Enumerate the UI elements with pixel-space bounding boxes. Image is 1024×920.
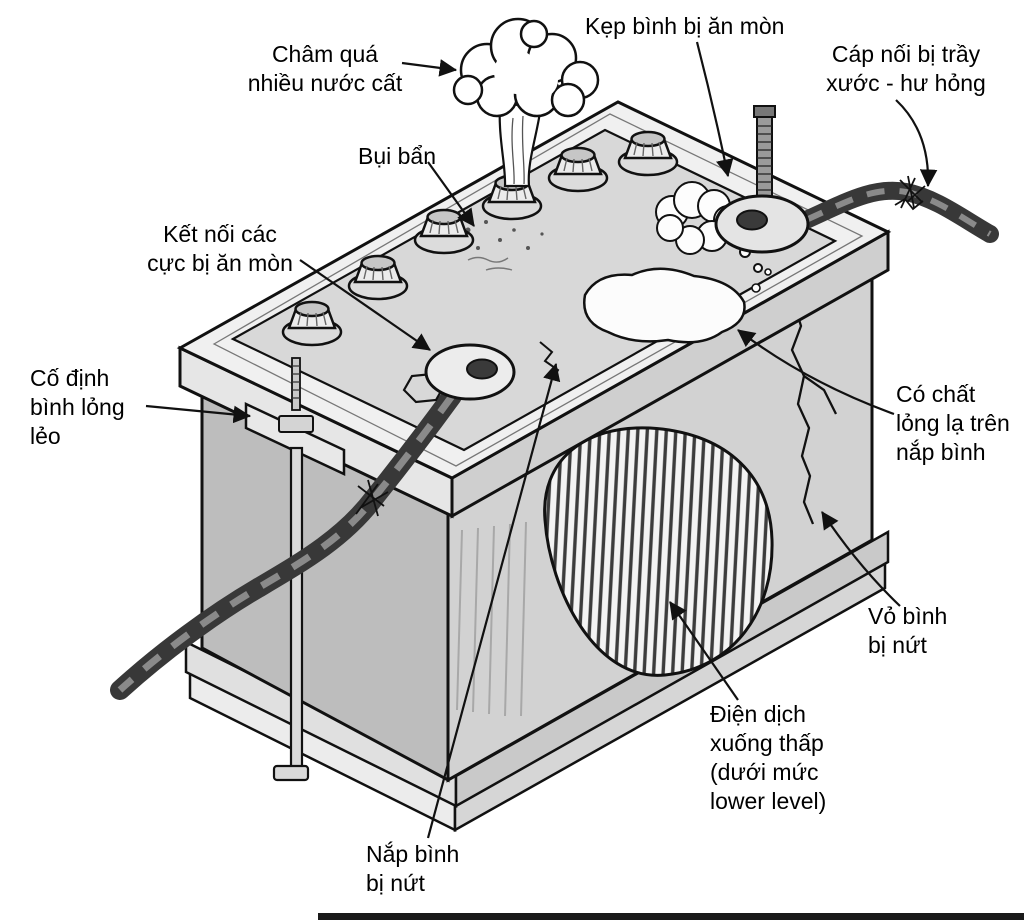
cable-fray-right: [894, 175, 926, 211]
positive-terminal-clamp: [655, 105, 810, 273]
electrolyte-cutaway: [543, 426, 774, 677]
label-hold-down-loose: Cố định bình lỏng lẻo: [30, 365, 125, 449]
leader-electrolyte-low: [669, 601, 739, 701]
leader-lines: [145, 41, 938, 839]
label-overfilled-distilled-water: Châm quá nhiều nước cất: [247, 41, 403, 96]
steam-funnel: [498, 102, 543, 188]
hold-down-rod: [289, 446, 304, 772]
leader-cable-damaged: [895, 99, 938, 188]
label-cable-scratched-damaged: Cáp nối bị trầy xước - hư hỏng: [826, 41, 986, 96]
leader-terminal-corroded: [299, 259, 431, 351]
label-electrolyte-low: Điện dịch xuống thấp (dưới mức lower lev…: [710, 701, 827, 814]
case-ribs: [456, 521, 527, 717]
bottom-edge-bar: [318, 913, 1024, 920]
leader-case-cracked: [821, 511, 901, 607]
case-crack: [790, 299, 838, 525]
leader-liquid-on-lid: [737, 329, 895, 416]
electrolyte-spill: [583, 267, 772, 344]
leader-overfilled-water: [401, 59, 458, 77]
clamp-bolt: [756, 115, 773, 197]
label-case-cracked: Vỏ bình bị nứt: [868, 603, 948, 658]
cable-fray-left: [355, 479, 389, 517]
label-clamp-corroded: Kẹp bình bị ăn mòn: [585, 13, 785, 39]
label-dirt: Bụi bẩn: [358, 143, 437, 169]
hold-down-foot: [272, 764, 310, 782]
negative-terminal-clamp: [402, 343, 516, 404]
leader-dirt: [427, 161, 475, 227]
battery-cable-right: [797, 175, 999, 243]
leader-clamp-corroded: [695, 41, 734, 178]
leader-cap-cracked: [426, 362, 561, 839]
leader-hold-down-loose: [145, 404, 252, 424]
label-terminal-connections-corroded: Kết nối các cực bị ăn mòn: [147, 221, 293, 276]
hold-down-nut: [278, 415, 314, 433]
label-strange-liquid-on-lid: Có chất lỏng lạ trên nắp bình: [896, 381, 1010, 465]
label-cap-cracked: Nắp bình bị nứt: [366, 841, 460, 896]
hold-down-stud: [291, 357, 301, 411]
steam-cloud: [452, 17, 600, 118]
battery-cable-left: [110, 386, 462, 700]
hold-down-assembly: [244, 357, 346, 782]
